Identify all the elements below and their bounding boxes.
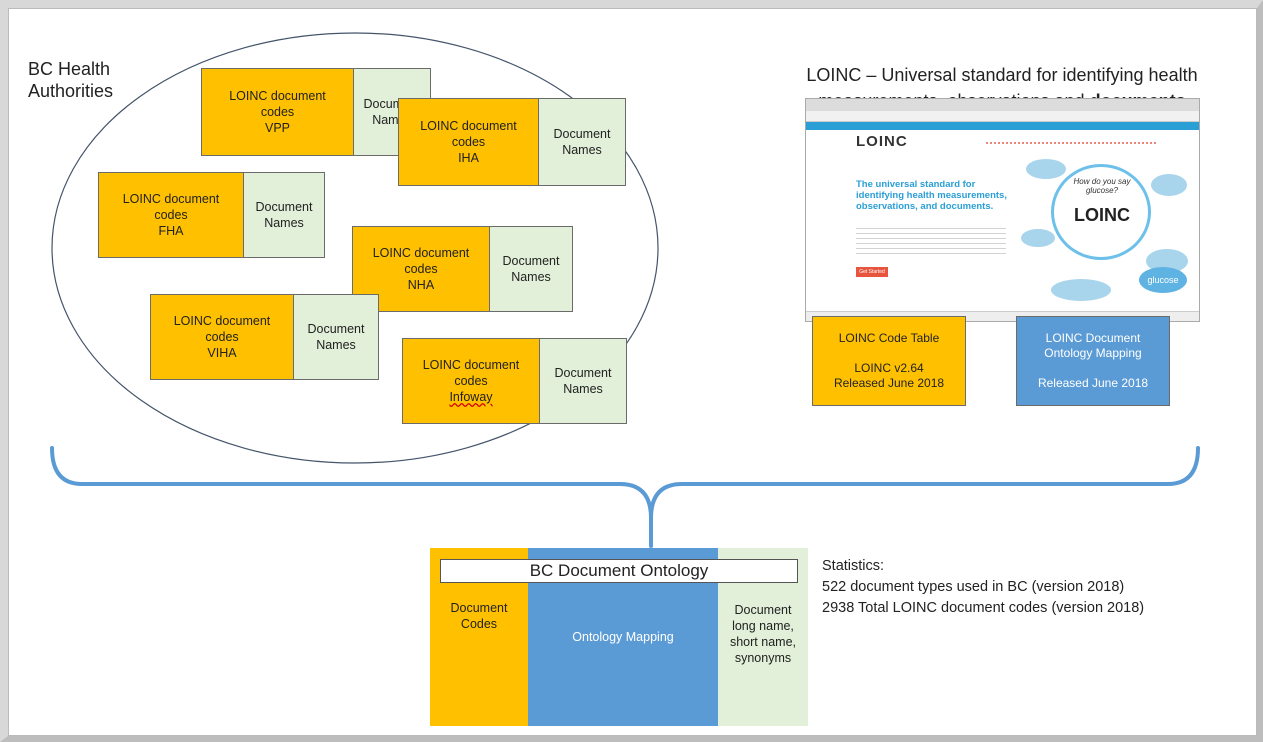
document-names-box: Document Names bbox=[293, 294, 379, 380]
bc-health-authorities-label: BC Health Authorities bbox=[28, 59, 114, 101]
bubble-question: How do you say glucose? bbox=[1073, 177, 1131, 195]
statistics-line-2: 2938 Total LOINC document codes (version… bbox=[822, 600, 1145, 616]
browser-address-bar bbox=[806, 111, 1199, 122]
loinc-codes-box: LOINC document codes VPP bbox=[201, 68, 354, 156]
browser-status-bar bbox=[806, 311, 1199, 321]
site-nav-line bbox=[986, 142, 1156, 147]
loinc-codes-box: LOINC document codes Infoway bbox=[402, 338, 540, 424]
document-names-box: Document Names bbox=[489, 226, 573, 312]
loinc-codes-box: LOINC document codes FHA bbox=[98, 172, 244, 258]
bubble bbox=[1026, 159, 1066, 179]
loinc-codes-text: LOINC document codes bbox=[422, 358, 520, 388]
document-names-box: Document Names bbox=[539, 338, 627, 424]
bubble bbox=[1021, 229, 1055, 247]
site-top-bar bbox=[806, 122, 1199, 130]
main-speech-bubble bbox=[1051, 164, 1151, 260]
bubble-logo: LOINC bbox=[1074, 205, 1130, 225]
bc-document-ontology: Document Codes Ontology Mapping Document… bbox=[430, 548, 808, 726]
loinc-website-screenshot: LOINC The universal standard for identif… bbox=[805, 98, 1200, 322]
site-hero-text: The universal standard for identifying h… bbox=[856, 179, 1007, 212]
speech-bubble-cluster: glucose How do you say glucose? LOINC bbox=[1021, 149, 1191, 304]
infoway-text: Infoway bbox=[449, 390, 493, 404]
site-body-lines bbox=[856, 224, 1006, 254]
document-names-box: Document Names bbox=[538, 98, 626, 186]
bubble bbox=[1151, 174, 1187, 196]
loinc-site-logo: LOINC bbox=[856, 133, 908, 150]
browser-tabs-bar bbox=[806, 99, 1199, 111]
statistics-heading: Statistics: bbox=[822, 558, 885, 574]
loinc-codes-box: LOINC document codes VIHA bbox=[150, 294, 294, 380]
statistics: Statistics: 522 document types used in B… bbox=[822, 556, 1144, 619]
loinc-codes-box: LOINC document codes IHA bbox=[398, 98, 539, 186]
bubble bbox=[1051, 279, 1111, 301]
glucose-bubble: glucose bbox=[1139, 267, 1187, 293]
loinc-code-table-box: LOINC Code Table LOINC v2.64 Released Ju… bbox=[812, 316, 966, 406]
statistics-line-1: 522 document types used in BC (version 2… bbox=[822, 579, 1125, 595]
document-names-box: Document Names bbox=[243, 172, 325, 258]
ontology-title: BC Document Ontology bbox=[440, 559, 798, 583]
merge-bracket bbox=[50, 446, 1200, 548]
get-started-button: Get Started bbox=[856, 267, 888, 277]
loinc-ontology-mapping-box: LOINC Document Ontology Mapping Released… bbox=[1016, 316, 1170, 406]
health-authorities-ellipse bbox=[51, 32, 659, 464]
